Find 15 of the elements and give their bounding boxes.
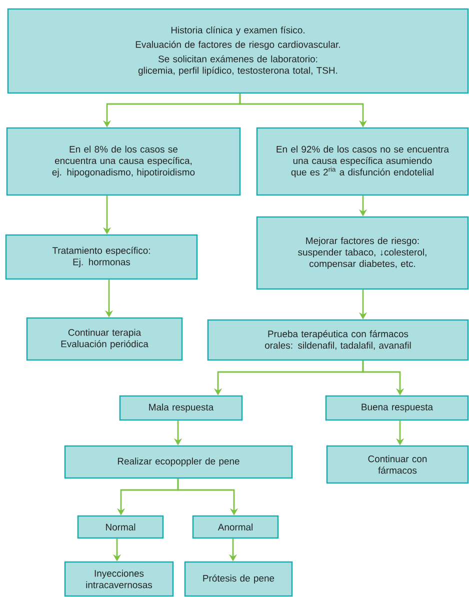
process-box: Mejorar factores de riesgo: suspender tabaco, ↓colesterol, compensar diabetes, etc. (256, 216, 469, 290)
process-box: Tratamiento específico: Ej. hormonas (5, 234, 198, 280)
process-box: Normal (77, 515, 164, 539)
process-box: Realizar ecopoppler de pene (64, 445, 293, 479)
process-box: Inyecciones intracavernosas (64, 561, 174, 597)
process-box: En el 8% de los casos se encuentra una causa específica, ej. hipogonadismo, hipotiroidismo (6, 127, 241, 196)
process-box: Historia clínica y examen físico. Evaluación de factores de riesgo cardiovascular. Se solicitan exámenes de laboratorio: glicemia, perfil lipídico, testosterona total, TSH. (7, 8, 469, 94)
process-box: Buena respuesta (325, 395, 469, 421)
process-box: Mala respuesta (119, 395, 243, 421)
process-box: Prótesis de pene (184, 561, 293, 597)
process-box: En el 92% de los casos no se encuentra una causa específica asumiendo que es 2$^{ria}$ a disfunción endotelial (256, 127, 469, 196)
process-box: Continuar terapia Evaluación periódica (26, 317, 183, 361)
process-box: Anormal (192, 515, 279, 539)
process-box: Prueba terapéutica con fármacos orales: sildenafil, tadalafil, avanafil (207, 319, 469, 361)
process-box: Continuar con fármacos (326, 445, 469, 484)
